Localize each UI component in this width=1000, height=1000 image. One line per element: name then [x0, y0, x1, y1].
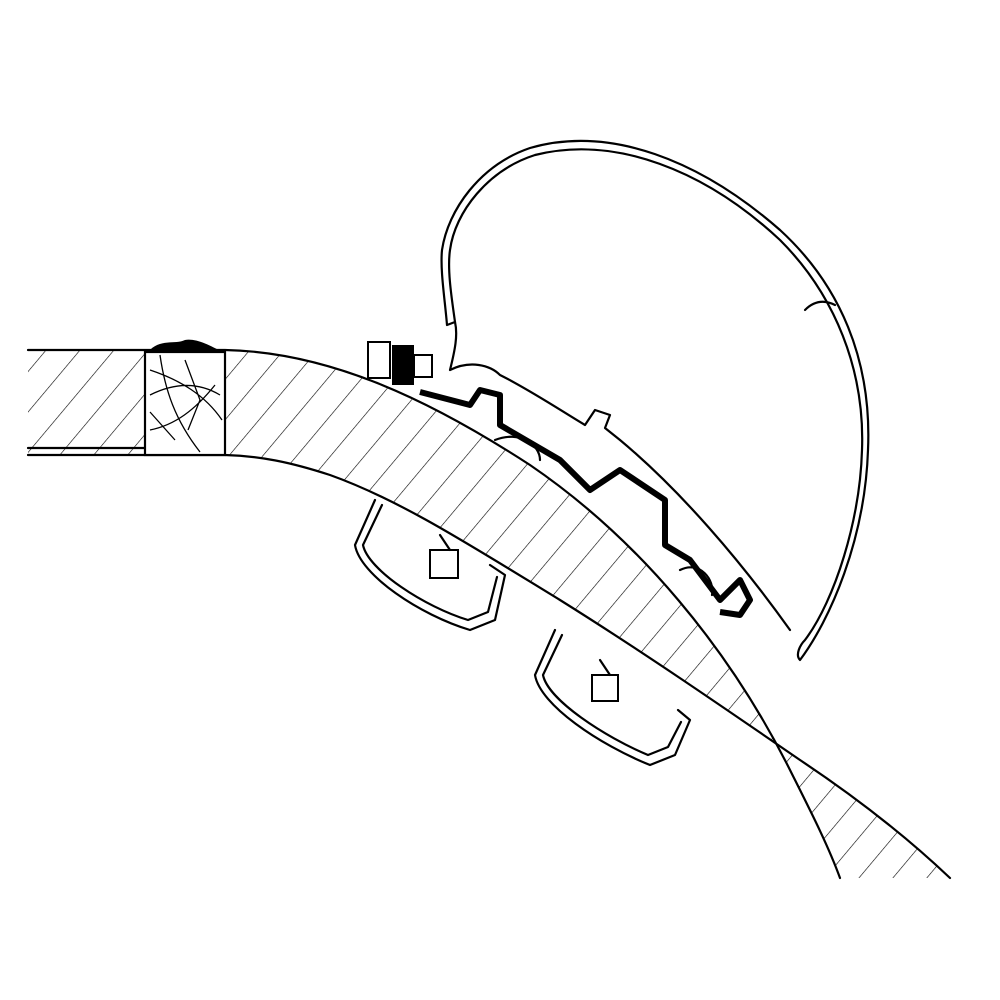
- awning-cover: [440, 139, 870, 662]
- mounting-bracket: [353, 498, 507, 632]
- mounting-bracket: [533, 628, 692, 767]
- wood-block: [143, 339, 227, 457]
- bolt: [367, 341, 433, 385]
- adapter-rail: [419, 387, 753, 618]
